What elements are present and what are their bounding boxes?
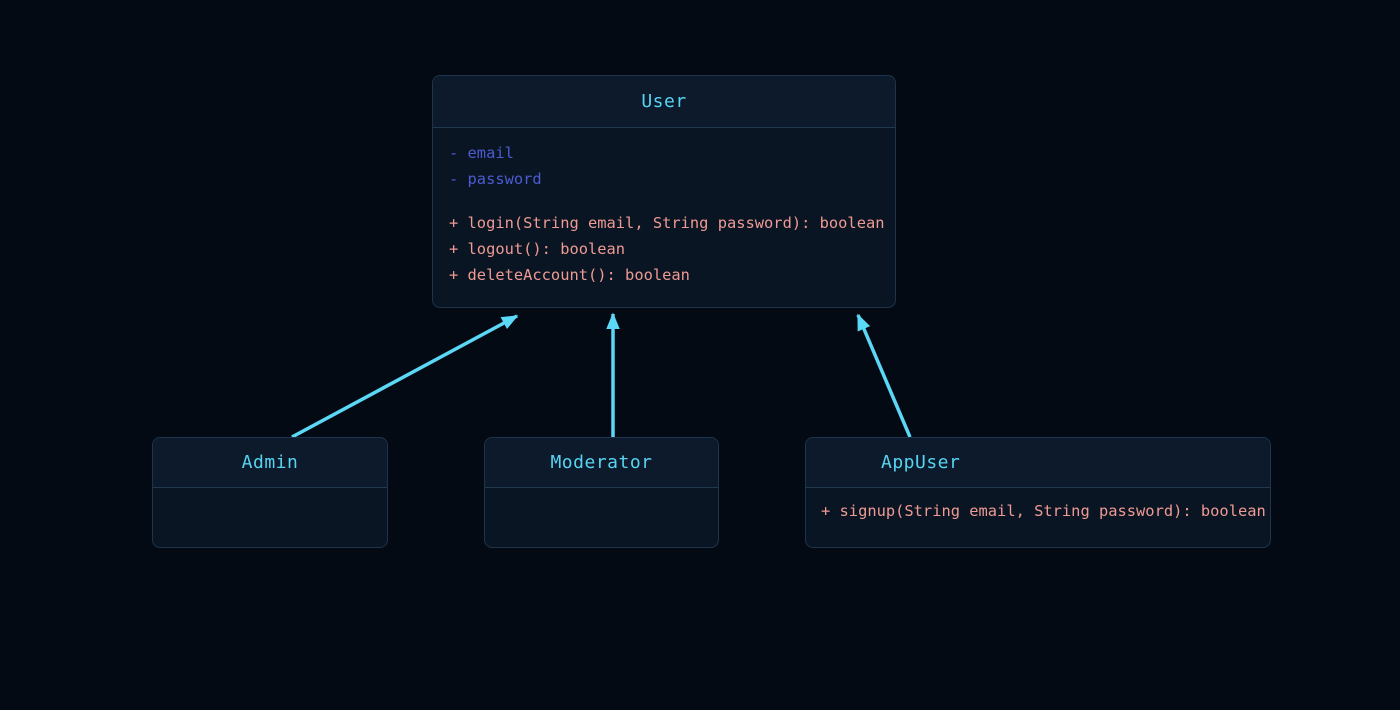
class-title-user: User [433, 76, 895, 128]
class-body-appuser: + signup(String email, String password):… [806, 488, 1270, 524]
attributes-section: - email - password [449, 140, 879, 192]
class-name-label: Moderator [550, 452, 653, 473]
class-box-user: User - email - password + login(String e… [432, 75, 896, 308]
class-name-label: AppUser [881, 452, 961, 473]
method-line: + login(String email, String password): … [449, 214, 885, 232]
method-line: + signup(String email, String password):… [821, 502, 1266, 520]
class-name-label: Admin [241, 452, 299, 473]
attribute-line: - password [449, 170, 542, 188]
inheritance-arrow-appuser-to-user [856, 313, 912, 438]
class-title-moderator: Moderator [485, 438, 718, 488]
attribute-line: - email [449, 144, 514, 162]
class-body-moderator [485, 488, 718, 500]
class-name-label: User [641, 91, 687, 112]
methods-section: + login(String email, String password): … [449, 210, 885, 288]
class-body-user: - email - password + login(String email,… [433, 128, 895, 288]
class-box-admin: Admin [152, 437, 388, 548]
inheritance-arrow-admin-to-user [291, 314, 519, 439]
class-title-admin: Admin [153, 438, 387, 488]
class-body-admin [153, 488, 387, 500]
method-line: + deleteAccount(): boolean [449, 266, 690, 284]
class-box-appuser: AppUser + signup(String email, String pa… [805, 437, 1271, 548]
class-title-appuser: AppUser [806, 438, 1270, 488]
method-line: + logout(): boolean [449, 240, 626, 258]
class-box-moderator: Moderator [484, 437, 719, 548]
